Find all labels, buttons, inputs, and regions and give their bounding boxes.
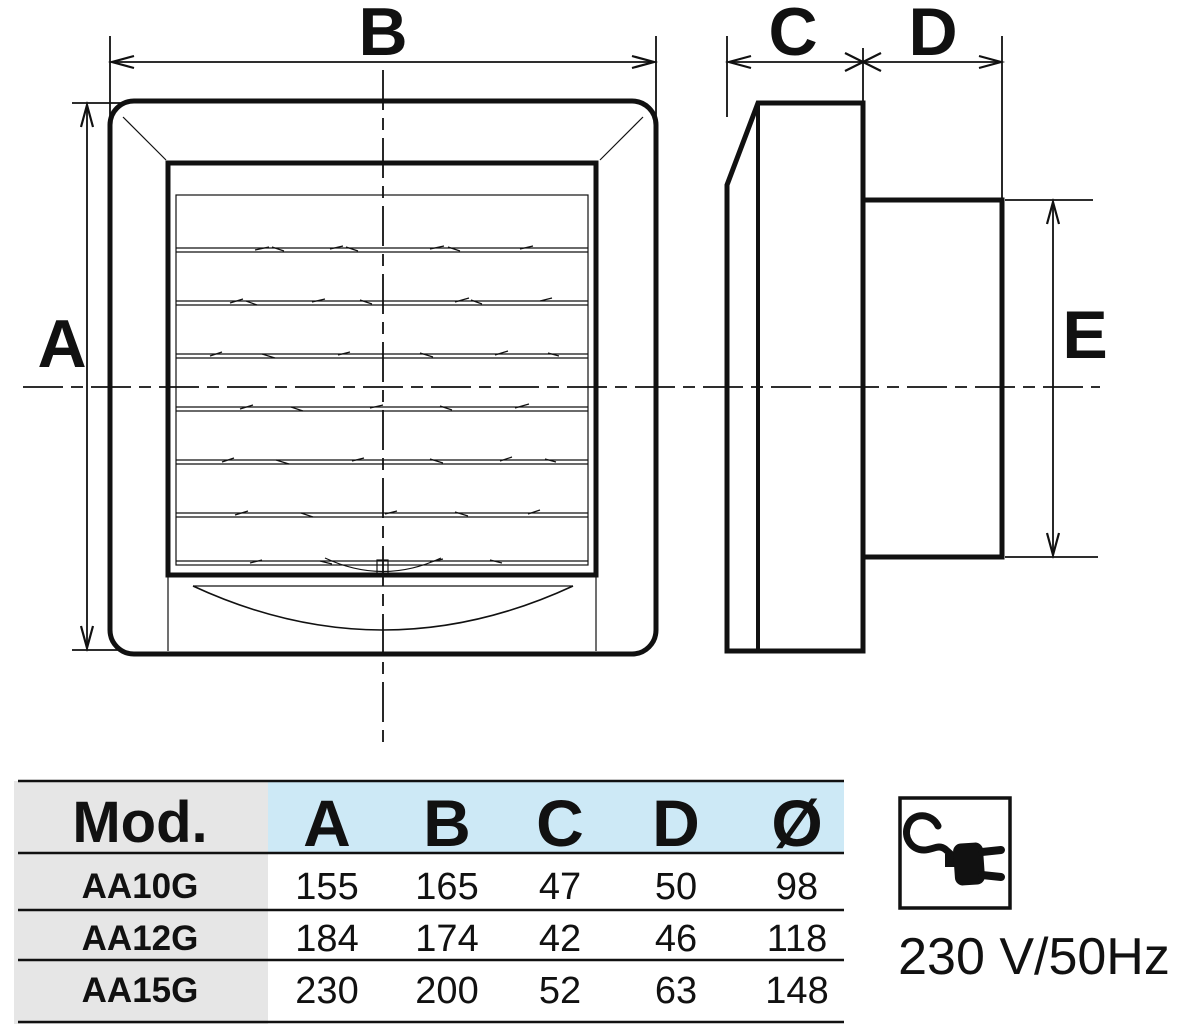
table-cell-value: 165 [415, 866, 478, 908]
table-header-col-a: A [303, 786, 351, 860]
power-plug-icon [903, 812, 1005, 886]
dimension-d-label: D [908, 0, 957, 70]
table-cell-value: 47 [539, 866, 581, 908]
table-header-col-c: C [536, 786, 584, 860]
bevel-line-top-left [122, 116, 167, 161]
table-row: AA15G 230 200 52 63 148 [82, 970, 829, 1012]
table-cell-value: 50 [655, 866, 697, 908]
table-cell-model: AA12G [82, 919, 199, 958]
side-view [724, 100, 1005, 654]
dimension-c: C [724, 0, 861, 117]
bevel-line-top-right [599, 116, 644, 161]
louver-slats [176, 245, 588, 575]
dimension-d: D [844, 0, 1006, 198]
plug-cord [903, 812, 958, 861]
header-row-background [268, 781, 844, 853]
table-cell-model: AA15G [82, 971, 199, 1010]
centerlines [23, 70, 1100, 746]
model-column-background [14, 781, 268, 1024]
plug-prong-top [978, 846, 1005, 856]
table-row: AA12G 184 174 42 46 118 [82, 918, 828, 960]
table-header-model: Mod. [72, 790, 207, 855]
louver-panel [175, 194, 589, 566]
side-body-outline [724, 100, 866, 654]
pull-tab-slot [376, 559, 389, 575]
bottom-arc [192, 585, 574, 631]
spec-table: Mod. A B C D Ø AA10G 155 165 47 50 98 AA… [14, 779, 844, 1024]
table-header-col-diameter: Ø [771, 786, 822, 860]
front-view [107, 98, 659, 657]
table-cell-model: AA10G [82, 867, 199, 906]
table-cell-value: 200 [415, 970, 478, 1012]
table-cell-value: 148 [765, 970, 828, 1012]
table-row: AA10G 155 165 47 50 98 [82, 866, 819, 908]
table-header-col-d: D [652, 786, 700, 860]
table-cell-value: 42 [539, 918, 581, 960]
duct-spigot [860, 197, 1005, 560]
table-header-col-b: B [423, 786, 471, 860]
table-cell-value: 184 [295, 918, 358, 960]
plug-body [953, 842, 985, 886]
dimension-e-label: E [1062, 297, 1107, 373]
dimension-b: B [107, 0, 659, 155]
bottom-cover-section [167, 577, 597, 651]
table-cell-value: 63 [655, 970, 697, 1012]
power-rating-text: 230 V/50Hz [898, 928, 1170, 986]
plug-prong-bottom [978, 871, 1005, 881]
pull-tab-arc [324, 557, 442, 573]
table-cell-value: 230 [295, 970, 358, 1012]
table-header-row: Mod. A B C D Ø [72, 786, 822, 860]
plug-icon-frame [898, 796, 1012, 910]
dimension-a: A [37, 100, 122, 653]
slat-tick-marks [209, 245, 560, 565]
dimension-b-label: B [358, 0, 407, 70]
dimension-a-label: A [37, 306, 86, 382]
dimension-c-label: C [768, 0, 817, 70]
table-cell-value: 118 [767, 918, 828, 960]
dimension-e: E [1005, 197, 1108, 560]
table-cell-value: 174 [415, 918, 478, 960]
outer-frame [107, 98, 659, 657]
power-spec: 230 V/50Hz [898, 796, 1170, 986]
table-cell-value: 155 [295, 866, 358, 908]
table-cell-value: 52 [539, 970, 581, 1012]
inner-frame [165, 160, 599, 578]
table-cell-value: 46 [655, 918, 697, 960]
table-cell-value: 98 [776, 866, 818, 908]
